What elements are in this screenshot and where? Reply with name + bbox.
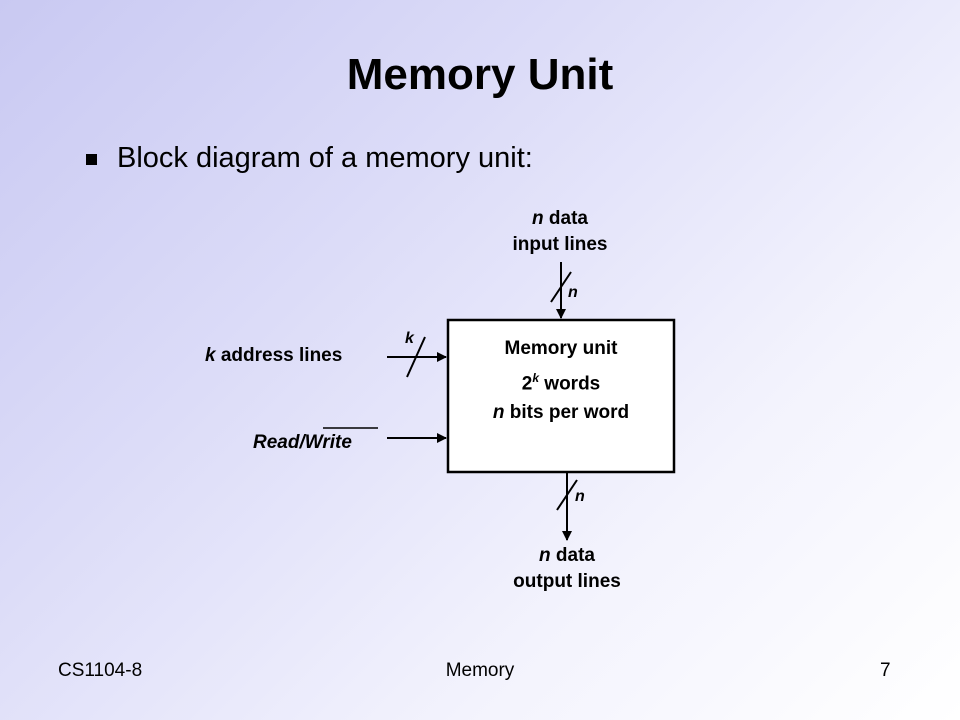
slide-title: Memory Unit bbox=[346, 50, 614, 99]
footer-course: CS1104-8 bbox=[58, 660, 143, 681]
input-bus-slash bbox=[550, 271, 572, 303]
output-bus-width-label: n bbox=[575, 488, 585, 505]
address-lines-label: k address lines bbox=[205, 345, 343, 366]
read-write-label: Read/Write bbox=[253, 432, 352, 453]
square-bullet-icon bbox=[86, 154, 97, 165]
bits-per-word-label: n bits per word bbox=[492, 402, 630, 423]
bullet-item: Block diagram of a memory unit: bbox=[86, 142, 533, 175]
address-bus-slash bbox=[406, 336, 426, 378]
memory-unit-box bbox=[446, 318, 676, 474]
bullet-text: Block diagram of a memory unit: bbox=[117, 142, 533, 174]
memory-unit-label: Memory unit bbox=[504, 338, 618, 359]
address-bus-width-label: k bbox=[405, 330, 414, 347]
input-bus-width-label: n bbox=[568, 284, 578, 301]
data-input-label: n data input lines bbox=[512, 208, 608, 255]
footer-topic: Memory bbox=[445, 660, 515, 681]
slide-number: 7 bbox=[880, 660, 891, 681]
words-label: 2k words bbox=[521, 371, 601, 395]
data-output-label: n data output lines bbox=[513, 545, 621, 592]
output-bus-slash bbox=[556, 479, 578, 511]
